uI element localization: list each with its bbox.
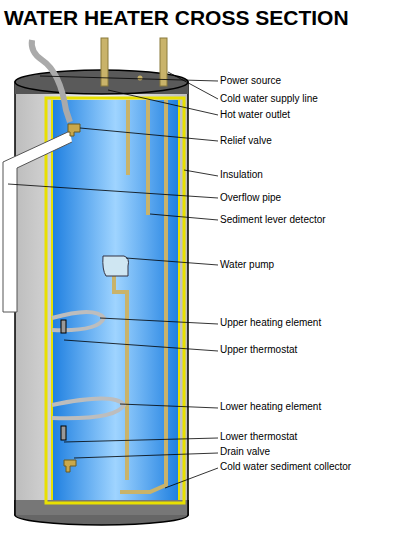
leader-line [165, 468, 218, 488]
tube [126, 100, 130, 175]
power-cable [32, 40, 70, 122]
leader-lines [8, 72, 218, 488]
part-label: Upper heating element [220, 317, 321, 329]
part-label: Sediment lever detector [220, 214, 326, 226]
part-label: Drain valve [220, 446, 270, 458]
leader-line [40, 76, 218, 81]
leader-line [108, 90, 218, 115]
leader-line [64, 438, 218, 442]
fitting [138, 76, 143, 81]
part-label: Water pump [220, 259, 274, 271]
part-label: Cold water supply line [220, 93, 318, 105]
leader-line [168, 72, 218, 99]
pump-tube [114, 275, 127, 480]
water-body [52, 100, 179, 500]
upper-thermostat [61, 320, 66, 333]
overflow-pipe [3, 131, 72, 312]
cold-water-supply-pipe [160, 38, 167, 86]
leader-line [126, 258, 218, 265]
leader-line [64, 340, 218, 351]
leader-line [120, 404, 218, 408]
part-label: Lower heating element [220, 401, 321, 413]
lower-thermostat [61, 426, 66, 440]
part-label: Relief valve [220, 135, 272, 147]
leader-line [100, 318, 218, 324]
leader-line [150, 214, 218, 220]
relief-valve [68, 124, 80, 136]
part-label: Overflow pipe [220, 192, 281, 204]
upper-heating-element [52, 312, 104, 330]
part-label: Hot water outlet [220, 109, 290, 121]
leader-line [80, 128, 218, 141]
sediment-lever-detector [146, 100, 150, 215]
drain-valve [64, 460, 76, 472]
lower-heating-element [52, 399, 124, 419]
leader-line [74, 453, 218, 458]
tank-edge [14, 500, 16, 515]
leader-line [184, 170, 218, 176]
part-label: Upper thermostat [220, 344, 297, 356]
part-label: Lower thermostat [220, 431, 297, 443]
part-label: Power source [220, 75, 281, 87]
tank-edge [187, 500, 189, 515]
hot-water-outlet-pipe [101, 38, 108, 86]
part-label: Cold water sediment collector [220, 461, 351, 473]
insulation-line [178, 100, 180, 500]
water-pump [103, 256, 129, 276]
diagram-title: WATER HEATER CROSS SECTION [4, 6, 349, 30]
leader-line [8, 184, 218, 198]
insulation-line [51, 100, 53, 500]
part-label: Insulation [220, 169, 263, 181]
